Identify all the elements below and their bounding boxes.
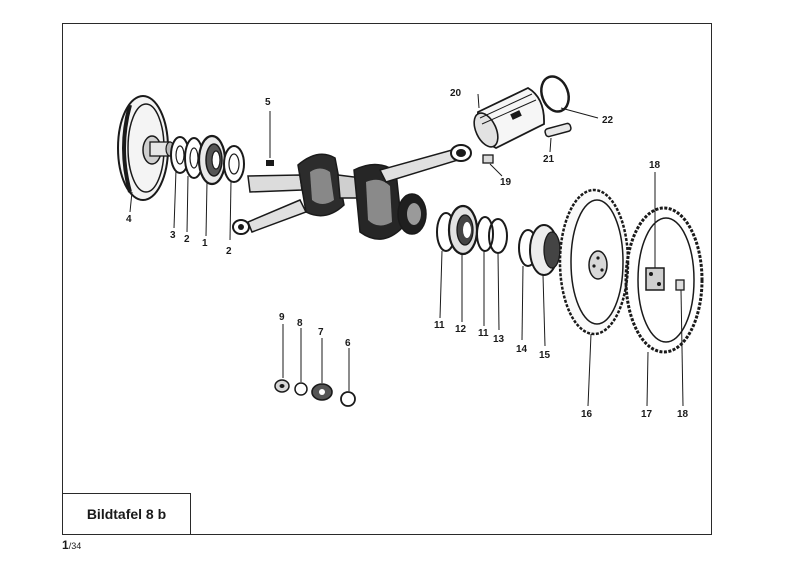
part-8-washer xyxy=(294,382,308,396)
part-15-flange xyxy=(529,224,561,276)
label-4: 4 xyxy=(126,214,132,225)
label-22: 22 xyxy=(602,115,614,126)
page-number-sub: /34 xyxy=(68,541,82,551)
part-12-bearing xyxy=(447,204,479,256)
label-15: 15 xyxy=(539,350,551,361)
part-5-key xyxy=(266,111,274,166)
label-11-right: 11 xyxy=(478,328,489,339)
part-19-bush xyxy=(482,154,494,164)
part-4-pulley xyxy=(117,95,175,201)
label-12: 12 xyxy=(455,324,467,335)
label-9: 9 xyxy=(279,312,285,323)
label-20: 20 xyxy=(450,88,462,99)
part-16-flywheel xyxy=(558,188,630,336)
label-16: 16 xyxy=(581,409,593,420)
title-box: Bildtafel 8 b xyxy=(62,493,191,535)
label-8: 8 xyxy=(297,318,303,329)
part-2-ring-right xyxy=(223,145,245,183)
part-18-plate xyxy=(645,267,665,291)
part-22-piston-ring xyxy=(540,75,570,113)
label-17: 17 xyxy=(641,409,653,420)
label-18-bottom: 18 xyxy=(677,409,689,420)
label-11-left: 11 xyxy=(434,320,445,331)
label-3: 3 xyxy=(170,230,176,241)
leader-lines xyxy=(129,93,684,407)
part-21-piston-pin xyxy=(544,122,572,138)
part-17-ring-gear xyxy=(624,206,704,354)
label-21: 21 xyxy=(543,154,555,165)
part-labels: 4 3 2 1 2 5 20 22 21 19 11 12 11 13 14 1… xyxy=(126,88,689,420)
label-2-right: 2 xyxy=(226,246,232,257)
drawing-frame xyxy=(62,23,712,535)
part-7-gear xyxy=(311,383,333,401)
label-6: 6 xyxy=(345,338,351,349)
part-18-pin xyxy=(675,279,685,291)
label-2-left: 2 xyxy=(184,234,190,245)
label-7: 7 xyxy=(318,327,324,338)
label-18-top: 18 xyxy=(649,160,661,171)
label-5: 5 xyxy=(265,97,271,108)
part-1-bearing xyxy=(197,134,227,186)
label-1: 1 xyxy=(202,238,208,249)
label-14: 14 xyxy=(516,344,528,355)
page-number: 1/34 xyxy=(62,538,81,552)
crankshaft-assembly xyxy=(232,144,472,240)
plate-title: Bildtafel 8 b xyxy=(86,506,167,522)
label-13: 13 xyxy=(493,334,505,345)
page-number-main: 1 xyxy=(62,538,69,552)
part-9-nut xyxy=(274,379,290,393)
label-19: 19 xyxy=(500,177,512,188)
part-6-washer xyxy=(340,391,356,407)
part-20-piston xyxy=(473,86,545,150)
